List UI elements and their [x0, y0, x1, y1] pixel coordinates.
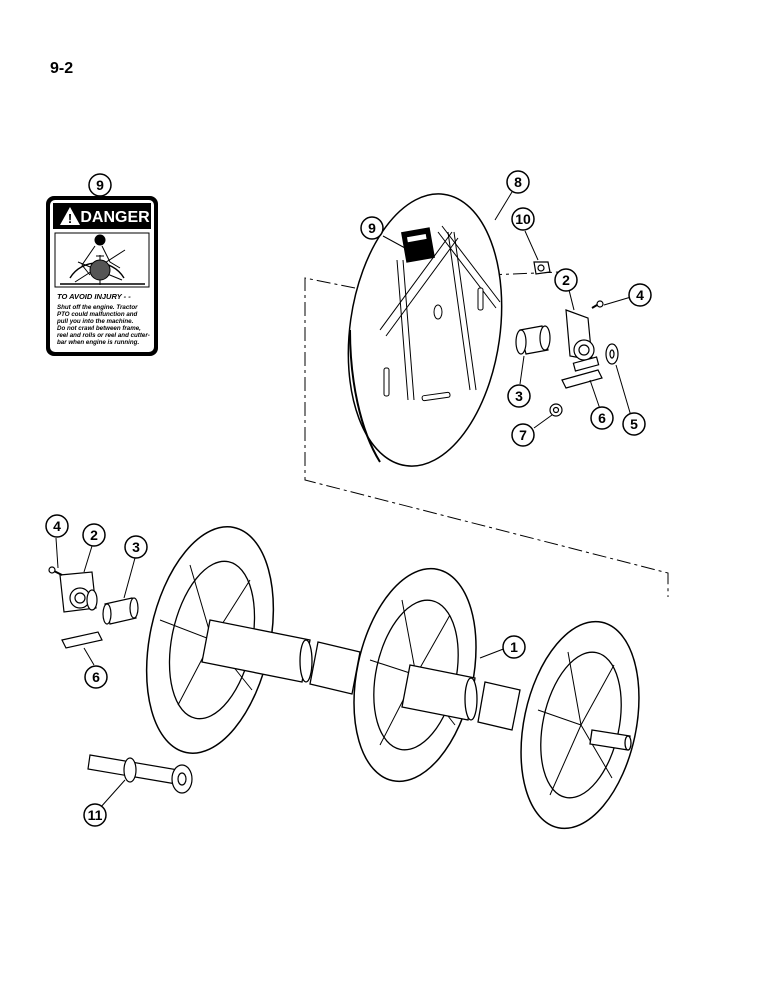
svg-text:3: 3 [515, 388, 523, 404]
lower-hardware [48, 566, 193, 794]
reel-assembly [145, 526, 640, 830]
decal-on-plate [401, 227, 435, 263]
callout-4-upper-bolt: 4 [628, 283, 652, 307]
danger-line: PTO could malfunction and [57, 311, 138, 318]
callout-5-washer: 5 [622, 412, 646, 436]
callout-8-end-plate: 8 [506, 170, 530, 194]
svg-text:2: 2 [90, 527, 98, 543]
callout-2-lower-bearing: 2 [82, 523, 106, 547]
danger-decal: ! DANGER TO AVOID INJURY - - Shut off th… [46, 196, 158, 356]
danger-line: Do not crawl between frame, [57, 325, 141, 332]
callouts: 9 8 9 10 2 4 3 6 5 7 1 4 2 3 6 11 [45, 170, 652, 827]
callout-11-axle: 11 [83, 803, 107, 827]
svg-text:5: 5 [630, 416, 638, 432]
svg-text:11: 11 [88, 807, 103, 823]
svg-text:3: 3 [132, 539, 140, 555]
callout-4-lower-bolt: 4 [45, 514, 69, 538]
entanglement-illustration [54, 232, 150, 288]
svg-text:6: 6 [598, 410, 606, 426]
danger-line: reel and rolls or reel and cutter- [57, 332, 150, 339]
svg-text:9: 9 [368, 220, 376, 236]
svg-text:10: 10 [515, 211, 531, 227]
svg-text:6: 6 [92, 669, 100, 685]
svg-text:1: 1 [510, 639, 518, 655]
leader-lines [55, 191, 632, 809]
danger-line: pull you into the machine. [56, 318, 134, 325]
callout-9-decal: 9 [88, 173, 112, 197]
callout-10-nut: 10 [511, 207, 535, 231]
callout-7-nut: 7 [511, 423, 535, 447]
danger-line: Shut off the engine. Tractor [57, 304, 138, 311]
svg-text:7: 7 [519, 427, 527, 443]
callout-3-upper-bushing: 3 [507, 384, 531, 408]
warning-triangle-icon [60, 207, 80, 225]
page-number: 9-2 [50, 60, 74, 77]
callout-6-upper-shim: 6 [590, 406, 614, 430]
svg-text:4: 4 [53, 518, 61, 534]
callout-3-lower-bushing: 3 [124, 535, 148, 559]
danger-subheading: TO AVOID INJURY - - [57, 292, 131, 301]
upper-hardware [515, 261, 619, 417]
callout-1-reel: 1 [502, 635, 526, 659]
callout-6-lower-shim: 6 [84, 665, 108, 689]
callout-9-plate-decal: 9 [360, 216, 384, 240]
svg-text:2: 2 [562, 272, 570, 288]
svg-text:4: 4 [636, 287, 644, 303]
svg-text:9: 9 [96, 177, 104, 193]
danger-line: bar when engine is running. [57, 339, 139, 346]
reel-end-plate [347, 193, 503, 467]
svg-text:8: 8 [514, 174, 522, 190]
svg-text:!: ! [68, 211, 72, 226]
callout-2-upper-bearing: 2 [554, 268, 578, 292]
danger-heading: DANGER [80, 209, 150, 226]
